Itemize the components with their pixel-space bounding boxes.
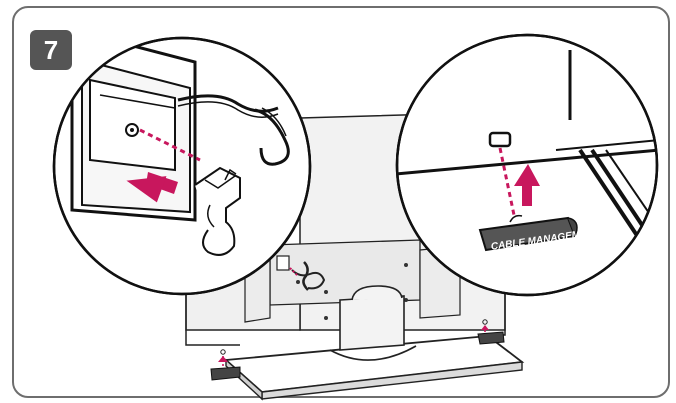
cable-clip-small <box>276 255 326 291</box>
cable-clip-icon <box>194 166 241 256</box>
tv-stand <box>223 285 525 401</box>
zoom-callout-right: CABLE MANAGEMENT <box>395 33 659 297</box>
arrow-icon <box>514 164 540 206</box>
zoom-callout-left <box>52 36 312 296</box>
step-number-badge: 7 <box>30 30 72 70</box>
arrow-icon <box>126 172 178 203</box>
cable-management-right-small <box>477 319 505 345</box>
cable-management-left-small <box>210 349 241 381</box>
